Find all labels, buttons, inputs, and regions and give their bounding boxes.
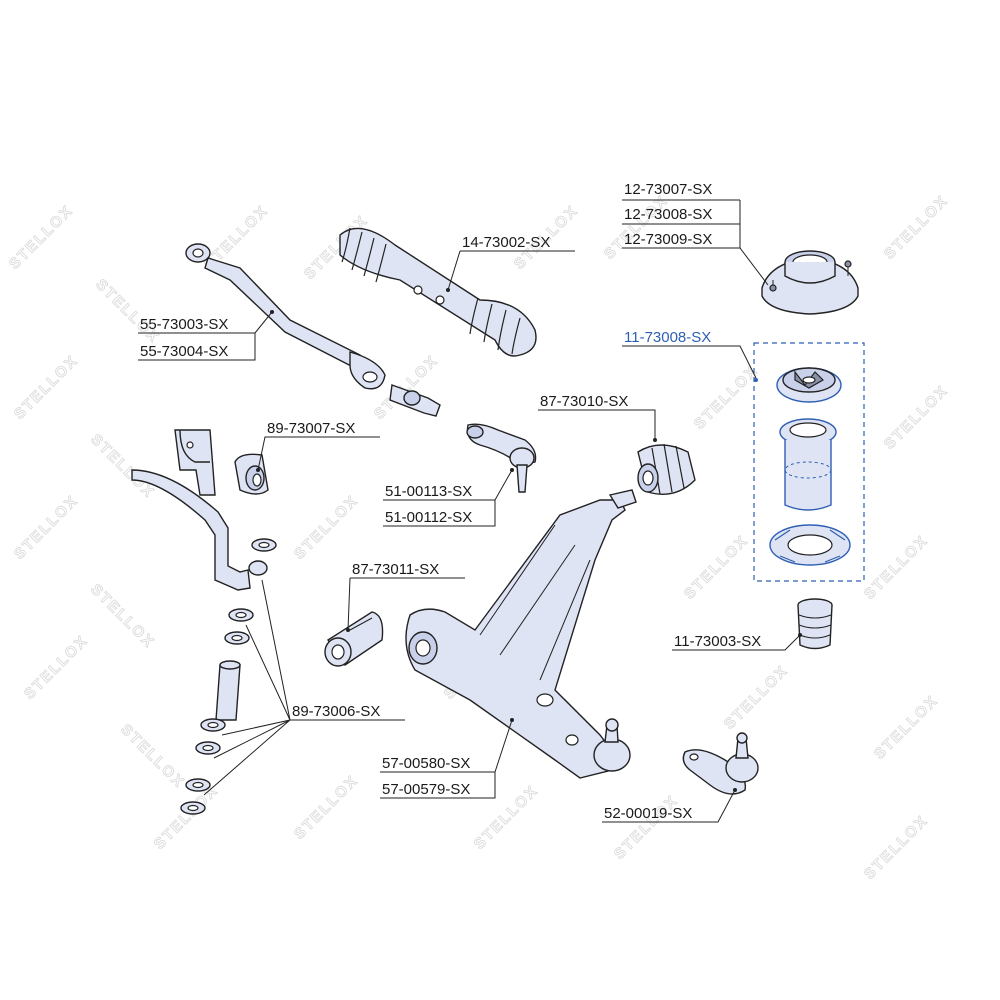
stabilizer-bar — [131, 469, 268, 591]
label-87-73011[interactable]: 87-73011-SX — [352, 561, 439, 578]
stabilizer-bracket — [174, 429, 216, 496]
tie-rod — [185, 243, 441, 417]
dust-boot — [779, 418, 837, 511]
part-labels: 12-73007-SX 12-73008-SX 12-73009-SX 11-7… — [140, 181, 761, 822]
watermark: STELLOX — [881, 382, 952, 453]
label-51-00112[interactable]: 51-00112-SX — [385, 509, 472, 526]
stabilizer-bush — [234, 453, 269, 495]
watermark: STELLOX — [471, 782, 542, 853]
watermark: STELLOX — [681, 532, 752, 603]
tie-rod-end — [466, 423, 537, 493]
watermark: STELLOX — [6, 202, 77, 273]
label-89-73007[interactable]: 89-73007-SX — [267, 420, 355, 437]
label-57-00579[interactable]: 57-00579-SX — [382, 781, 470, 798]
label-52-00019[interactable]: 52-00019-SX — [604, 805, 692, 822]
watermark: STELLOX — [117, 721, 188, 792]
watermark: STELLOX — [871, 692, 942, 763]
watermark: STELLOX — [87, 581, 158, 652]
label-12-73007[interactable]: 12-73007-SX — [624, 181, 712, 198]
leader-lines — [138, 199, 802, 823]
lower-control-arm — [405, 489, 637, 779]
label-11-73003[interactable]: 11-73003-SX — [674, 633, 761, 650]
watermark: STELLOX — [87, 431, 158, 502]
label-87-73010[interactable]: 87-73010-SX — [540, 393, 628, 410]
label-89-73006[interactable]: 89-73006-SX — [292, 703, 380, 720]
label-11-73008[interactable]: 11-73008-SX — [624, 329, 711, 346]
label-14-73002[interactable]: 14-73002-SX — [462, 234, 550, 251]
watermark: STELLOX — [291, 772, 362, 843]
watermark: STELLOX — [291, 492, 362, 563]
label-57-00580[interactable]: 57-00580-SX — [382, 755, 470, 772]
steering-rack-boot — [339, 227, 537, 357]
strut-kit-box — [753, 342, 865, 582]
watermark: STELLOX — [881, 192, 952, 263]
label-55-73004[interactable]: 55-73004-SX — [140, 343, 228, 360]
watermark: STELLOX — [92, 276, 163, 347]
watermark: STELLOX — [11, 352, 82, 423]
watermark: STELLOX — [721, 662, 792, 733]
watermark: STELLOX — [601, 192, 672, 263]
strut-top-mount — [761, 250, 859, 315]
label-55-73003[interactable]: 55-73003-SX — [140, 316, 228, 333]
watermark: STELLOX — [861, 812, 932, 883]
watermark: STELLOX — [21, 632, 92, 703]
ball-joint — [682, 732, 759, 795]
spring-seat — [769, 524, 851, 566]
label-12-73009[interactable]: 12-73009-SX — [624, 231, 712, 248]
watermark: STELLOX — [861, 532, 932, 603]
rear-bushing — [637, 443, 696, 495]
strut-bearing — [776, 367, 842, 403]
watermark: STELLOX — [691, 362, 762, 433]
front-bushing — [324, 611, 384, 667]
stabilizer-link-kit — [180, 538, 277, 815]
label-12-73008[interactable]: 12-73008-SX — [624, 206, 712, 223]
label-51-00113[interactable]: 51-00113-SX — [385, 483, 472, 500]
watermark: STELLOX — [11, 492, 82, 563]
watermark: STELLOX — [151, 782, 222, 853]
bump-stop — [797, 598, 833, 650]
watermark: STELLOX — [611, 792, 682, 863]
